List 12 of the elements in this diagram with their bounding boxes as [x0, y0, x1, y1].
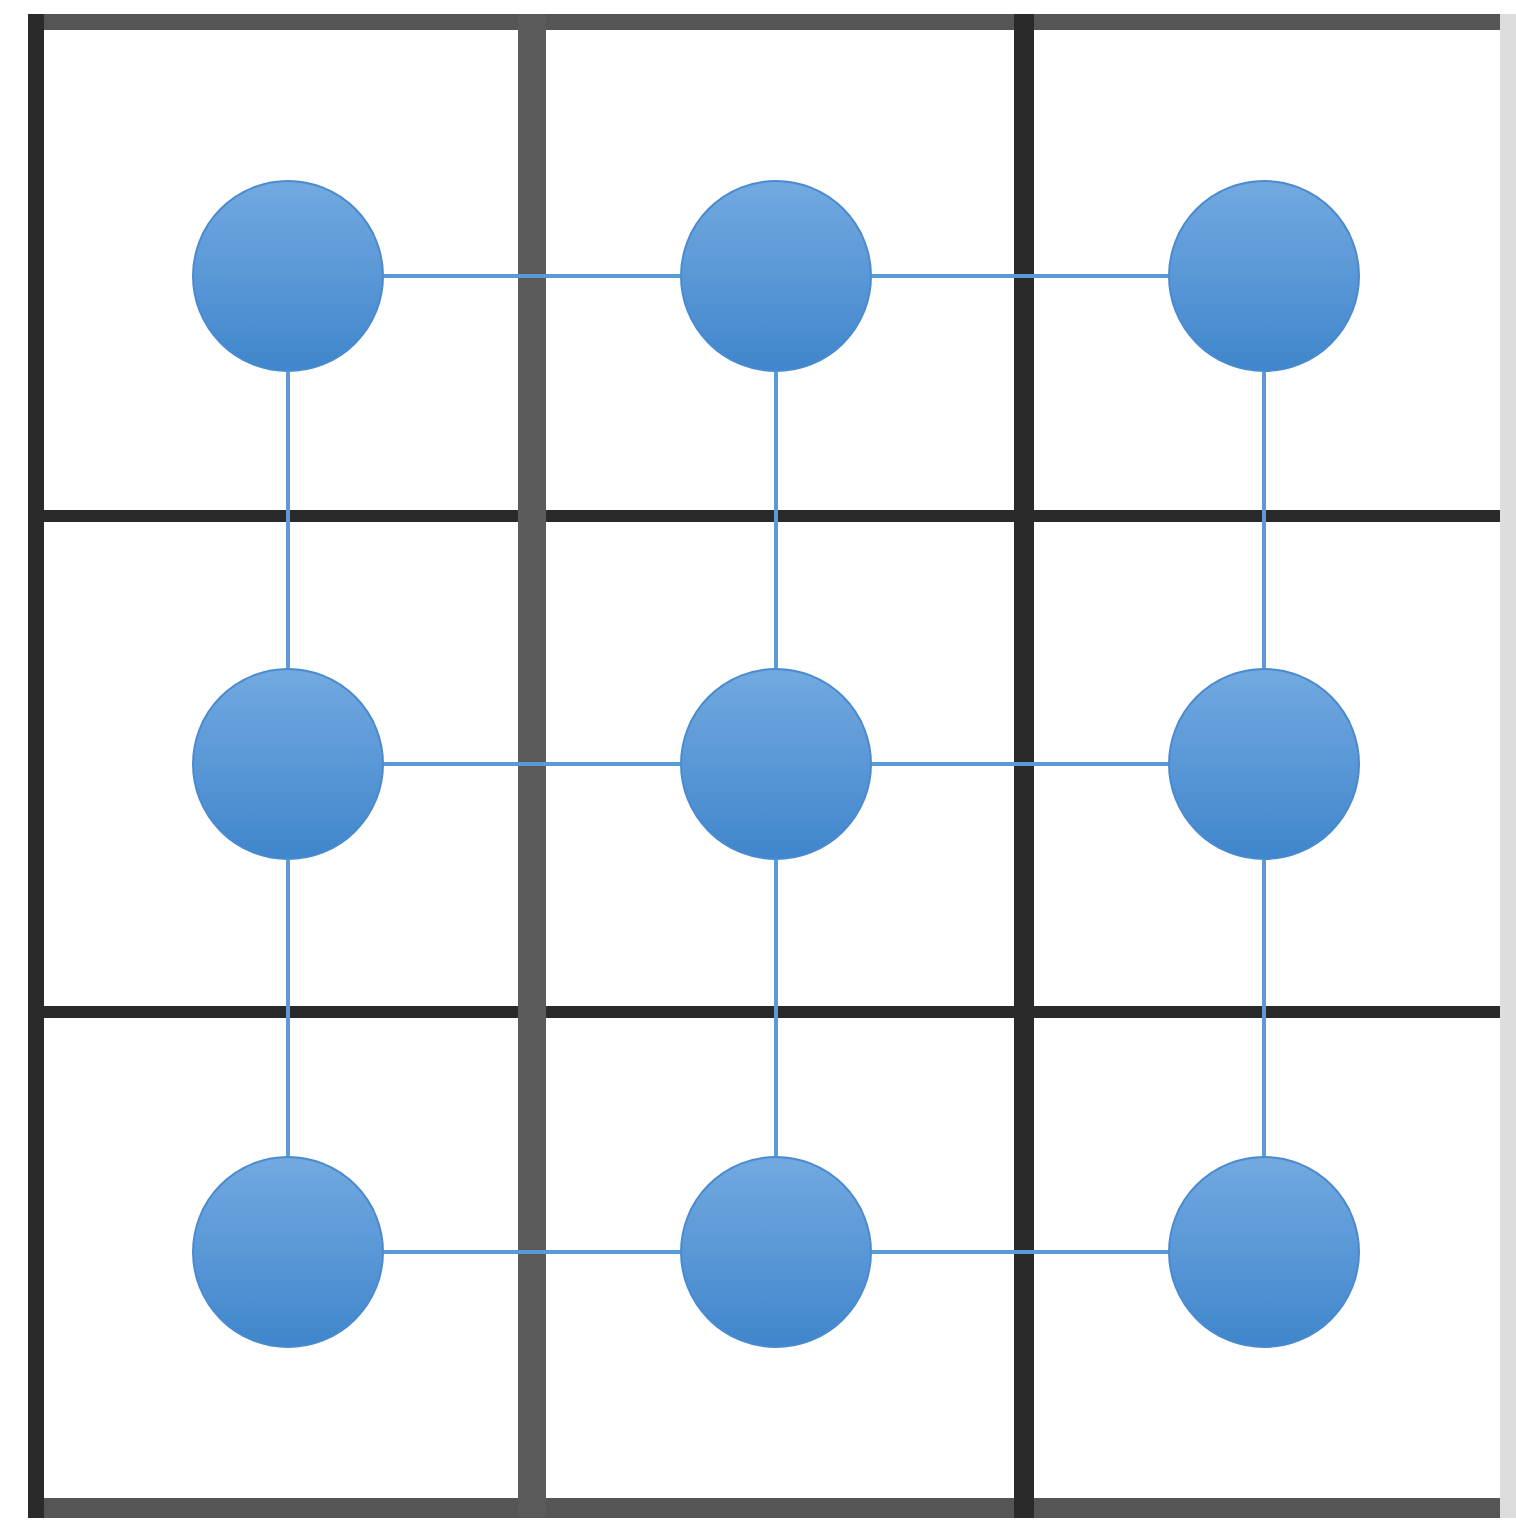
connector-line	[872, 274, 1168, 278]
connector-line	[872, 1250, 1168, 1254]
connector-line	[872, 762, 1168, 766]
connector-line	[1262, 860, 1266, 1156]
connector-line	[286, 372, 290, 668]
connector-line	[384, 1250, 680, 1254]
connector-line	[286, 860, 290, 1156]
connector-line	[384, 274, 680, 278]
connector-line	[774, 860, 778, 1156]
connector-line	[384, 762, 680, 766]
connector-line	[1262, 372, 1266, 668]
connector-line	[774, 372, 778, 668]
